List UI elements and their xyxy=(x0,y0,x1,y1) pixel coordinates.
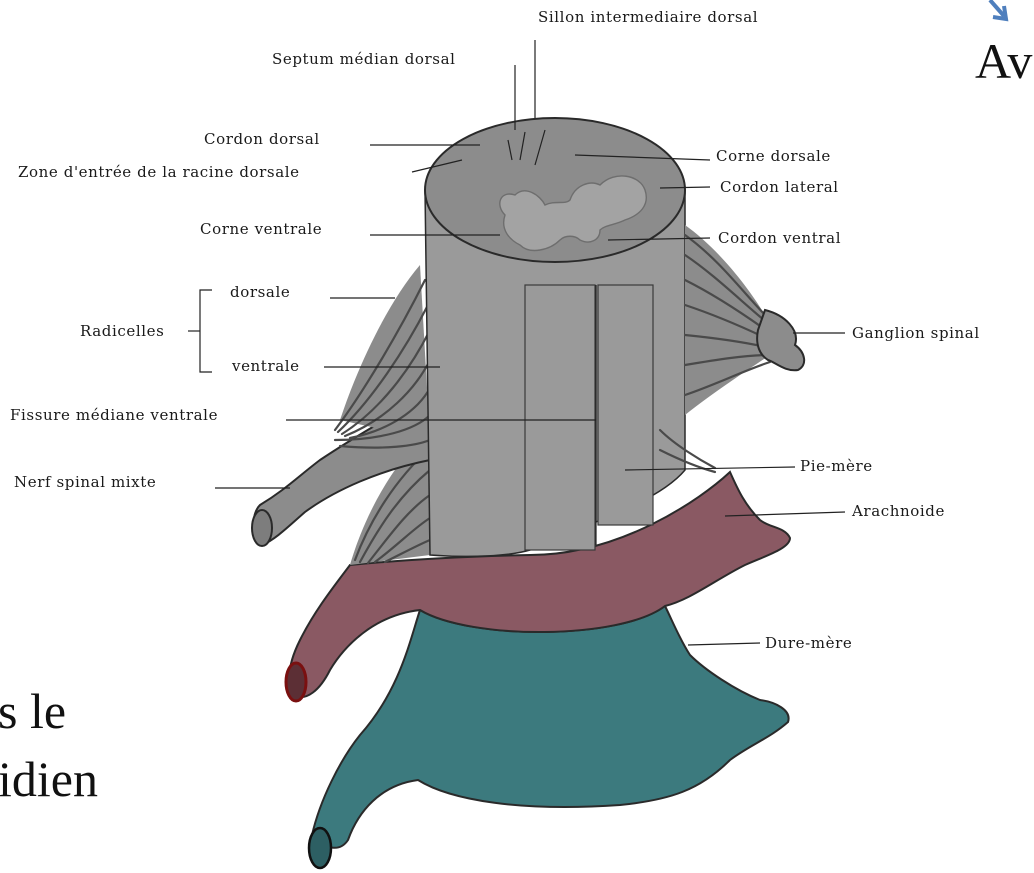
slide-text-top-right: Av xyxy=(975,33,1032,89)
dura-mater xyxy=(309,606,789,868)
label-septum-median-dorsal: Septum médian dorsal xyxy=(272,50,456,68)
nerve-stump xyxy=(252,510,272,546)
label-corne-dorsale: Corne dorsale xyxy=(716,147,831,165)
label-arachnoide: Arachnoide xyxy=(851,502,945,520)
label-pie-mere: Pie-mère xyxy=(800,457,873,475)
spinal-ganglion xyxy=(757,310,804,370)
label-radicelles: Radicelles xyxy=(80,322,164,340)
label-sillon-intermediaire-dorsal: Sillon intermediaire dorsal xyxy=(538,8,758,26)
slide-text-bottom-left-1: s le xyxy=(0,683,66,739)
label-nerf-spinal-mixte: Nerf spinal mixte xyxy=(14,473,156,491)
anterior-column-right xyxy=(598,285,653,525)
slide-text-bottom-left-2: idien xyxy=(0,751,98,807)
arrow-shaft xyxy=(990,0,1004,16)
anterior-column-left xyxy=(525,285,595,550)
spinal-cord xyxy=(425,118,685,556)
label-dure-mere: Dure-mère xyxy=(765,634,852,652)
dura-root-opening xyxy=(309,828,331,868)
label-ganglion-spinal: Ganglion spinal xyxy=(852,324,980,342)
label-fissure-mediane-ventrale: Fissure médiane ventrale xyxy=(10,406,218,424)
label-cordon-ventral: Cordon ventral xyxy=(718,229,841,247)
slide-arrow-icon xyxy=(990,0,1006,19)
label-radicelles-dorsale: dorsale xyxy=(230,283,290,301)
label-radicelles-ventrale: ventrale xyxy=(231,357,300,375)
arachnoid-root-opening xyxy=(286,663,306,701)
label-cordon-lateral: Cordon lateral xyxy=(720,178,839,196)
label-cordon-dorsal: Cordon dorsal xyxy=(204,130,320,148)
dura-mater-body xyxy=(312,606,789,848)
label-corne-ventrale: Corne ventrale xyxy=(200,220,322,238)
label-zone-entree-racine-dorsale: Zone d'entrée de la racine dorsale xyxy=(18,163,300,181)
